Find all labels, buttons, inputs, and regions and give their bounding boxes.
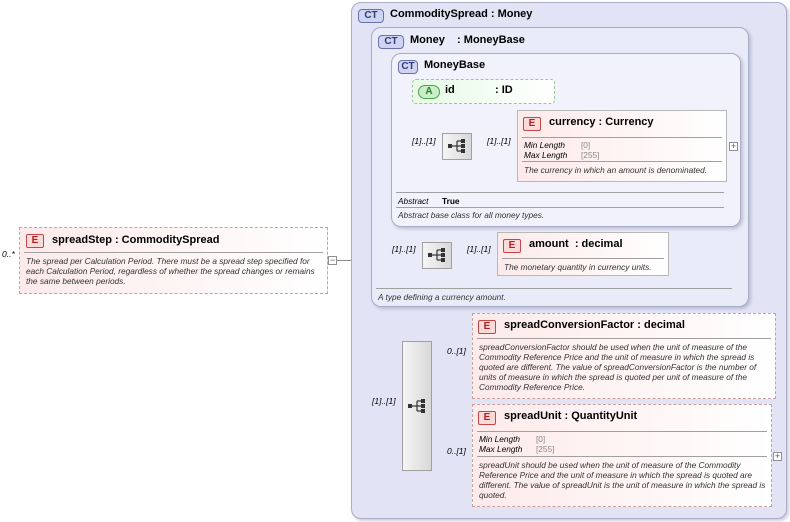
element-description: spreadUnit should be used when the unit …: [479, 460, 766, 500]
element-description: spreadConversionFactor should be used wh…: [479, 342, 757, 392]
ct-title: CommoditySpread : Money: [390, 8, 533, 20]
element-title: amount : decimal: [529, 238, 623, 250]
divider: [24, 252, 323, 253]
element-multiplicity: [1]..[1]: [487, 136, 511, 146]
ct-badge: CT: [378, 35, 404, 49]
element-multiplicity: 0..[1]: [447, 346, 466, 356]
element-badge: E: [26, 234, 44, 248]
attribute-name: id: [445, 84, 455, 96]
divider: [522, 137, 722, 138]
currency-element[interactable]: E currency : Currency Min Length [0] Max…: [517, 110, 727, 182]
sequence-icon: [428, 248, 445, 262]
max-length-label: Max Length: [479, 444, 523, 454]
divider: [477, 338, 771, 339]
divider: [396, 192, 724, 193]
attribute-badge: A: [418, 85, 440, 99]
ct-badge: CT: [398, 60, 418, 74]
element-title: spreadUnit : QuantityUnit: [504, 410, 638, 422]
min-length-label: Min Length: [479, 434, 521, 444]
max-length-value: [255]: [536, 444, 555, 454]
divider: [477, 431, 767, 432]
min-length-label: Min Length: [524, 140, 566, 150]
sequence-icon: [408, 399, 425, 413]
abstract-value: True: [442, 196, 460, 206]
element-multiplicity: 0..[1]: [447, 446, 466, 456]
element-badge: E: [478, 411, 496, 425]
ct-title: MoneyBase: [424, 59, 486, 71]
max-length-value: [255]: [581, 150, 600, 160]
sequence-compositor-icon[interactable]: [422, 242, 452, 269]
amount-element[interactable]: E amount : decimal The monetary quantity…: [497, 232, 669, 276]
id-attribute[interactable]: A id : ID: [412, 79, 555, 104]
element-title: spreadConversionFactor : decimal: [504, 319, 685, 331]
ct-badge: CT: [358, 9, 384, 23]
sequence-icon: [448, 139, 465, 153]
element-description: The currency in which an amount is denom…: [524, 165, 708, 175]
element-badge: E: [478, 320, 496, 334]
ct-description: Abstract base class for all money types.: [398, 210, 545, 220]
root-multiplicity: 0..*: [2, 249, 15, 259]
attribute-type: : ID: [495, 84, 513, 96]
divider: [396, 207, 724, 208]
abstract-label: Abstract: [398, 196, 429, 206]
sequence-multiplicity: [1]..[1]: [412, 136, 436, 146]
sequence-compositor-icon[interactable]: [402, 341, 432, 471]
element-badge: E: [523, 117, 541, 131]
min-length-value: [0]: [581, 140, 591, 150]
ct-title: Money : MoneyBase: [410, 34, 525, 46]
max-length-label: Max Length: [524, 150, 568, 160]
element-multiplicity: [1]..[1]: [467, 244, 491, 254]
sequence-multiplicity: [1]..[1]: [392, 244, 416, 254]
spread-unit-element[interactable]: E spreadUnit : QuantityUnit Min Length […: [472, 404, 772, 507]
element-badge: E: [503, 239, 521, 253]
element-title: spreadStep : CommoditySpread: [52, 234, 220, 246]
expand-toggle[interactable]: +: [773, 451, 782, 461]
element-description: The spread per Calculation Period. There…: [26, 256, 315, 286]
collapse-toggle[interactable]: −: [328, 255, 337, 265]
divider: [502, 258, 664, 259]
sequence-compositor-icon[interactable]: [442, 133, 472, 160]
min-length-value: [0]: [536, 434, 546, 444]
divider: [376, 288, 732, 289]
ct-description: A type defining a currency amount.: [378, 292, 506, 302]
divider: [477, 456, 767, 457]
connector-line: [328, 260, 362, 261]
element-description: The monetary quantity in currency units.: [504, 262, 652, 272]
expand-toggle[interactable]: +: [729, 141, 738, 151]
divider: [522, 161, 722, 162]
spread-conversion-factor-element[interactable]: E spreadConversionFactor : decimal sprea…: [472, 313, 776, 399]
sequence-multiplicity: [1]..[1]: [372, 396, 396, 406]
element-title: currency : Currency: [549, 116, 654, 128]
spread-step-element[interactable]: E spreadStep : CommoditySpread The sprea…: [19, 227, 328, 294]
